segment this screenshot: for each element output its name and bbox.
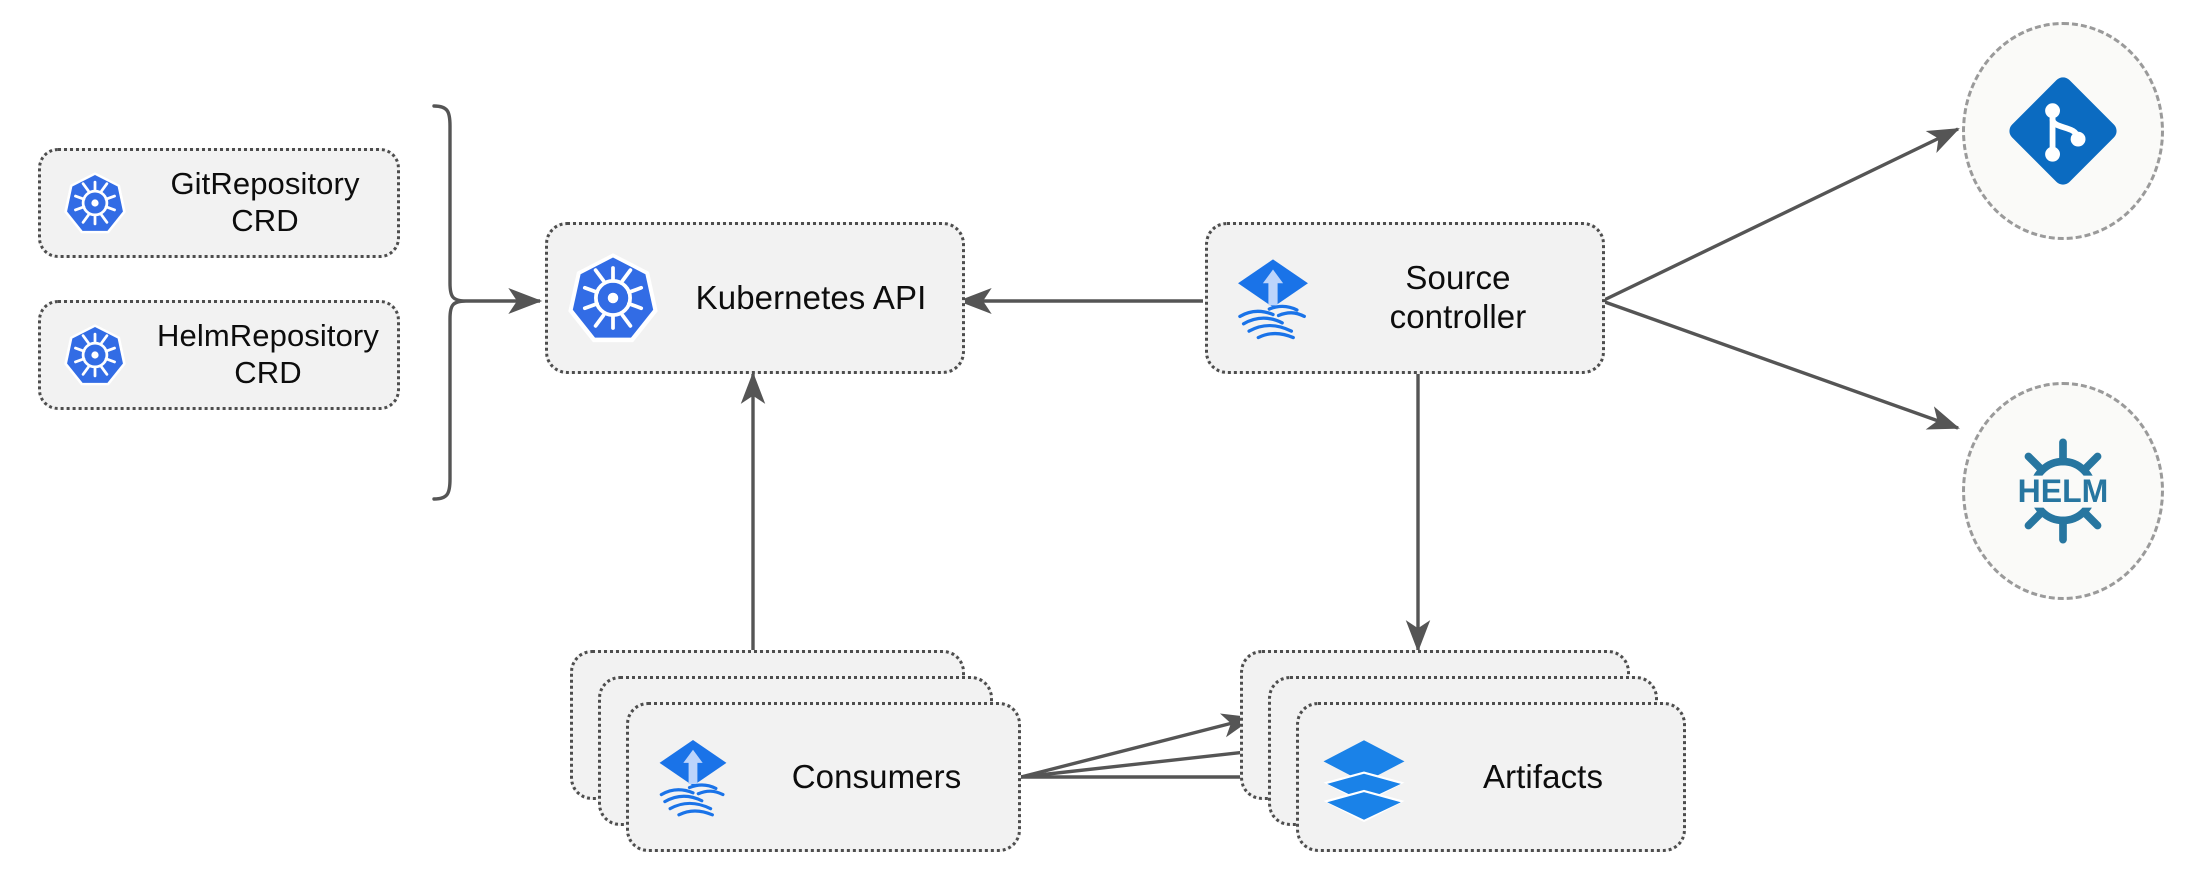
- edge-consumers-to-artifacts-1: [1020, 713, 1254, 779]
- node-helm-provider[interactable]: HELM: [1962, 382, 2164, 600]
- node-label: Artifacts: [1482, 757, 1604, 795]
- crd-bracket: [432, 104, 467, 501]
- layers-icon: [1299, 731, 1429, 823]
- node-kubernetes-api[interactable]: Kubernetes API: [545, 222, 965, 374]
- node-label: Source controller: [1389, 259, 1527, 335]
- node-git-provider[interactable]: [1962, 22, 2164, 240]
- node-source-controller[interactable]: Source controller: [1205, 222, 1605, 374]
- kubernetes-icon: [41, 321, 149, 389]
- node-label: HelmRepository CRD: [157, 318, 379, 390]
- node-helm-repository-crd[interactable]: HelmRepository CRD: [38, 300, 400, 410]
- helm-icon: HELM: [1999, 427, 2127, 555]
- node-label: Kubernetes API: [695, 278, 927, 316]
- edge-source-controller-to-git-provider: [1601, 127, 1960, 303]
- edge-source-controller-to-helm-provider: [1601, 299, 1960, 430]
- helm-wordmark: HELM: [2018, 473, 2109, 509]
- node-label: GitRepository CRD: [170, 166, 360, 238]
- flux-icon: [629, 733, 757, 821]
- kubernetes-icon: [548, 250, 678, 346]
- node-consumers[interactable]: Consumers: [626, 702, 1021, 852]
- node-git-repository-crd[interactable]: GitRepository CRD: [38, 148, 400, 258]
- git-icon: [2009, 77, 2117, 185]
- kubernetes-icon: [41, 169, 149, 237]
- node-label: Consumers: [791, 757, 962, 795]
- flux-icon: [1208, 252, 1338, 344]
- node-artifacts[interactable]: Artifacts: [1296, 702, 1686, 852]
